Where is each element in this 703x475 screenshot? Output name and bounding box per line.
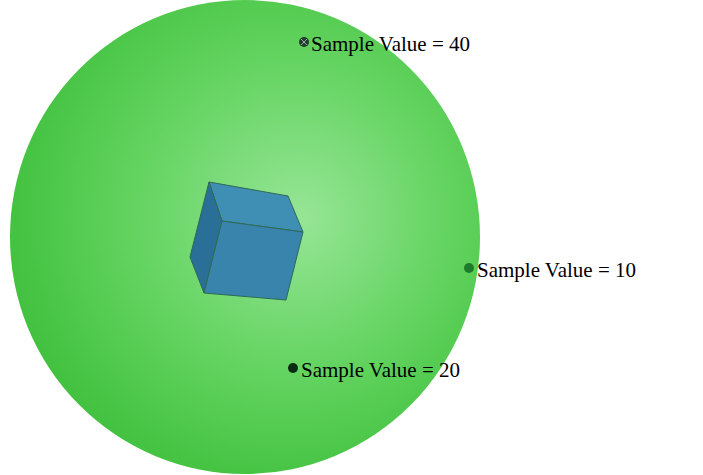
sample-point [464,263,474,273]
sample-point [288,363,298,373]
sample-label: Sample Value = 40 [311,32,470,56]
blue-cube [190,182,303,300]
sample-label: Sample Value = 10 [477,258,636,282]
sample-label: Sample Value = 20 [301,358,460,382]
green-sphere [10,0,480,474]
sample-point [299,37,309,47]
